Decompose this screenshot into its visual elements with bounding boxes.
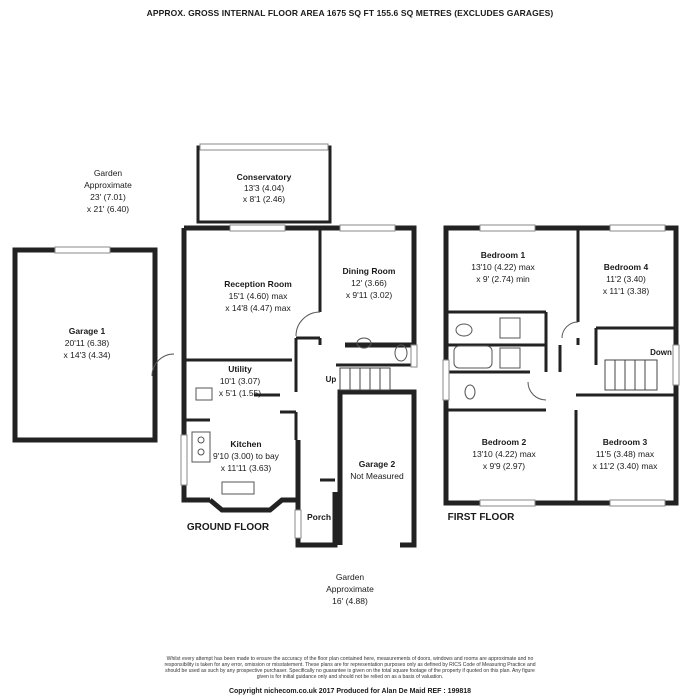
- bedroom4-name: Bedroom 4: [604, 262, 649, 272]
- garden-side-line1: Approximate: [84, 180, 132, 190]
- garden-front-line1: Approximate: [326, 584, 374, 594]
- basin: [356, 337, 372, 349]
- fixtures: [151, 311, 579, 495]
- conservatory-dim1: 13'3 (4.04): [244, 183, 285, 193]
- floor-area-header: APPROX. GROSS INTERNAL FLOOR AREA 1675 S…: [146, 8, 554, 18]
- kitchen-name: Kitchen: [230, 439, 261, 449]
- dining-dim2: x 9'11 (3.02): [346, 290, 393, 300]
- disclaimer: Whilst every attempt has been made to en…: [164, 656, 536, 680]
- dining-dim1: 12' (3.66): [351, 278, 387, 288]
- bedroom4-dim2: x 11'1 (3.38): [603, 286, 650, 296]
- windows: [54, 143, 680, 539]
- bedroom4-dim1: 11'2 (3.40): [606, 274, 646, 284]
- stairs-down-label: Down: [650, 348, 672, 357]
- kitchen-hob: [191, 431, 211, 463]
- stairs: [339, 359, 658, 391]
- kitchen-sink: [221, 481, 255, 495]
- door-swing-3: [561, 321, 579, 339]
- bedroom1-dim2: x 9' (2.74) min: [476, 274, 530, 284]
- wc: [394, 344, 408, 362]
- garden-front-title: Garden: [336, 572, 365, 582]
- conservatory-dim2: x 8'1 (2.46): [243, 194, 285, 204]
- interior-walls: [184, 228, 676, 503]
- bedroom3-name: Bedroom 3: [603, 437, 648, 447]
- door-swing-4: [527, 381, 547, 401]
- door-swing-1: [151, 353, 175, 377]
- copyright-footer: Copyright nichecom.co.uk 2017 Produced f…: [228, 688, 472, 695]
- ground-floor-outline: [184, 225, 417, 348]
- bedroom3-dim1: 11'5 (3.48) max: [596, 449, 655, 459]
- conservatory-name: Conservatory: [237, 172, 292, 182]
- shower: [499, 317, 521, 339]
- bedroom1-name: Bedroom 1: [481, 250, 526, 260]
- kitchen-dim2: x 11'11 (3.63): [221, 463, 272, 473]
- garden-side-line3: x 21' (6.40): [87, 204, 129, 214]
- bedroom2-dim2: x 9'9 (2.97): [483, 461, 525, 471]
- reception-dim1: 15'1 (4.60) max: [229, 291, 289, 301]
- dining-name: Dining Room: [343, 266, 396, 276]
- bedroom2-dim1: 13'10 (4.22) max: [472, 449, 536, 459]
- bedroom3-dim2: x 11'2 (3.40) max: [593, 461, 659, 471]
- bath: [453, 345, 493, 369]
- utility-dim2: x 5'1 (1.55): [219, 388, 261, 398]
- garage1-name: Garage 1: [69, 326, 106, 336]
- bedroom1-dim1: 13'10 (4.22) max: [471, 262, 535, 272]
- ground-floor-title: GROUND FLOOR: [187, 522, 270, 533]
- reception-name: Reception Room: [224, 279, 292, 289]
- utility-dim1: 10'1 (3.07): [220, 376, 261, 386]
- stairs-up-label: Up: [326, 375, 337, 384]
- ground-floor-outline-left: [181, 228, 210, 503]
- door-swing-2: [295, 311, 321, 337]
- wc-2: [464, 384, 476, 400]
- garage1-dim2: x 14'3 (4.34): [64, 350, 111, 360]
- kitchen-dim1: 9'10 (3.00) to bay: [213, 451, 280, 461]
- garden-front-line2: 16' (4.88): [332, 596, 368, 606]
- utility-sink: [195, 387, 213, 401]
- shower-2: [499, 347, 521, 369]
- garage2-dim1: Not Measured: [350, 471, 404, 481]
- basin-2: [455, 323, 473, 337]
- bedroom2-name: Bedroom 2: [482, 437, 527, 447]
- garden-side-title: Garden: [94, 168, 123, 178]
- garage2-name: Garage 2: [359, 459, 396, 469]
- garden-side-line2: 23' (7.01): [90, 192, 126, 202]
- reception-dim2: x 14'8 (4.47) max: [225, 303, 291, 313]
- utility-name: Utility: [228, 364, 252, 374]
- garage1-dim1: 20'11 (6.38): [65, 338, 110, 348]
- first-floor-title: FIRST FLOOR: [448, 512, 515, 523]
- porch-name: Porch: [307, 512, 331, 522]
- garage2-walls: [337, 389, 417, 548]
